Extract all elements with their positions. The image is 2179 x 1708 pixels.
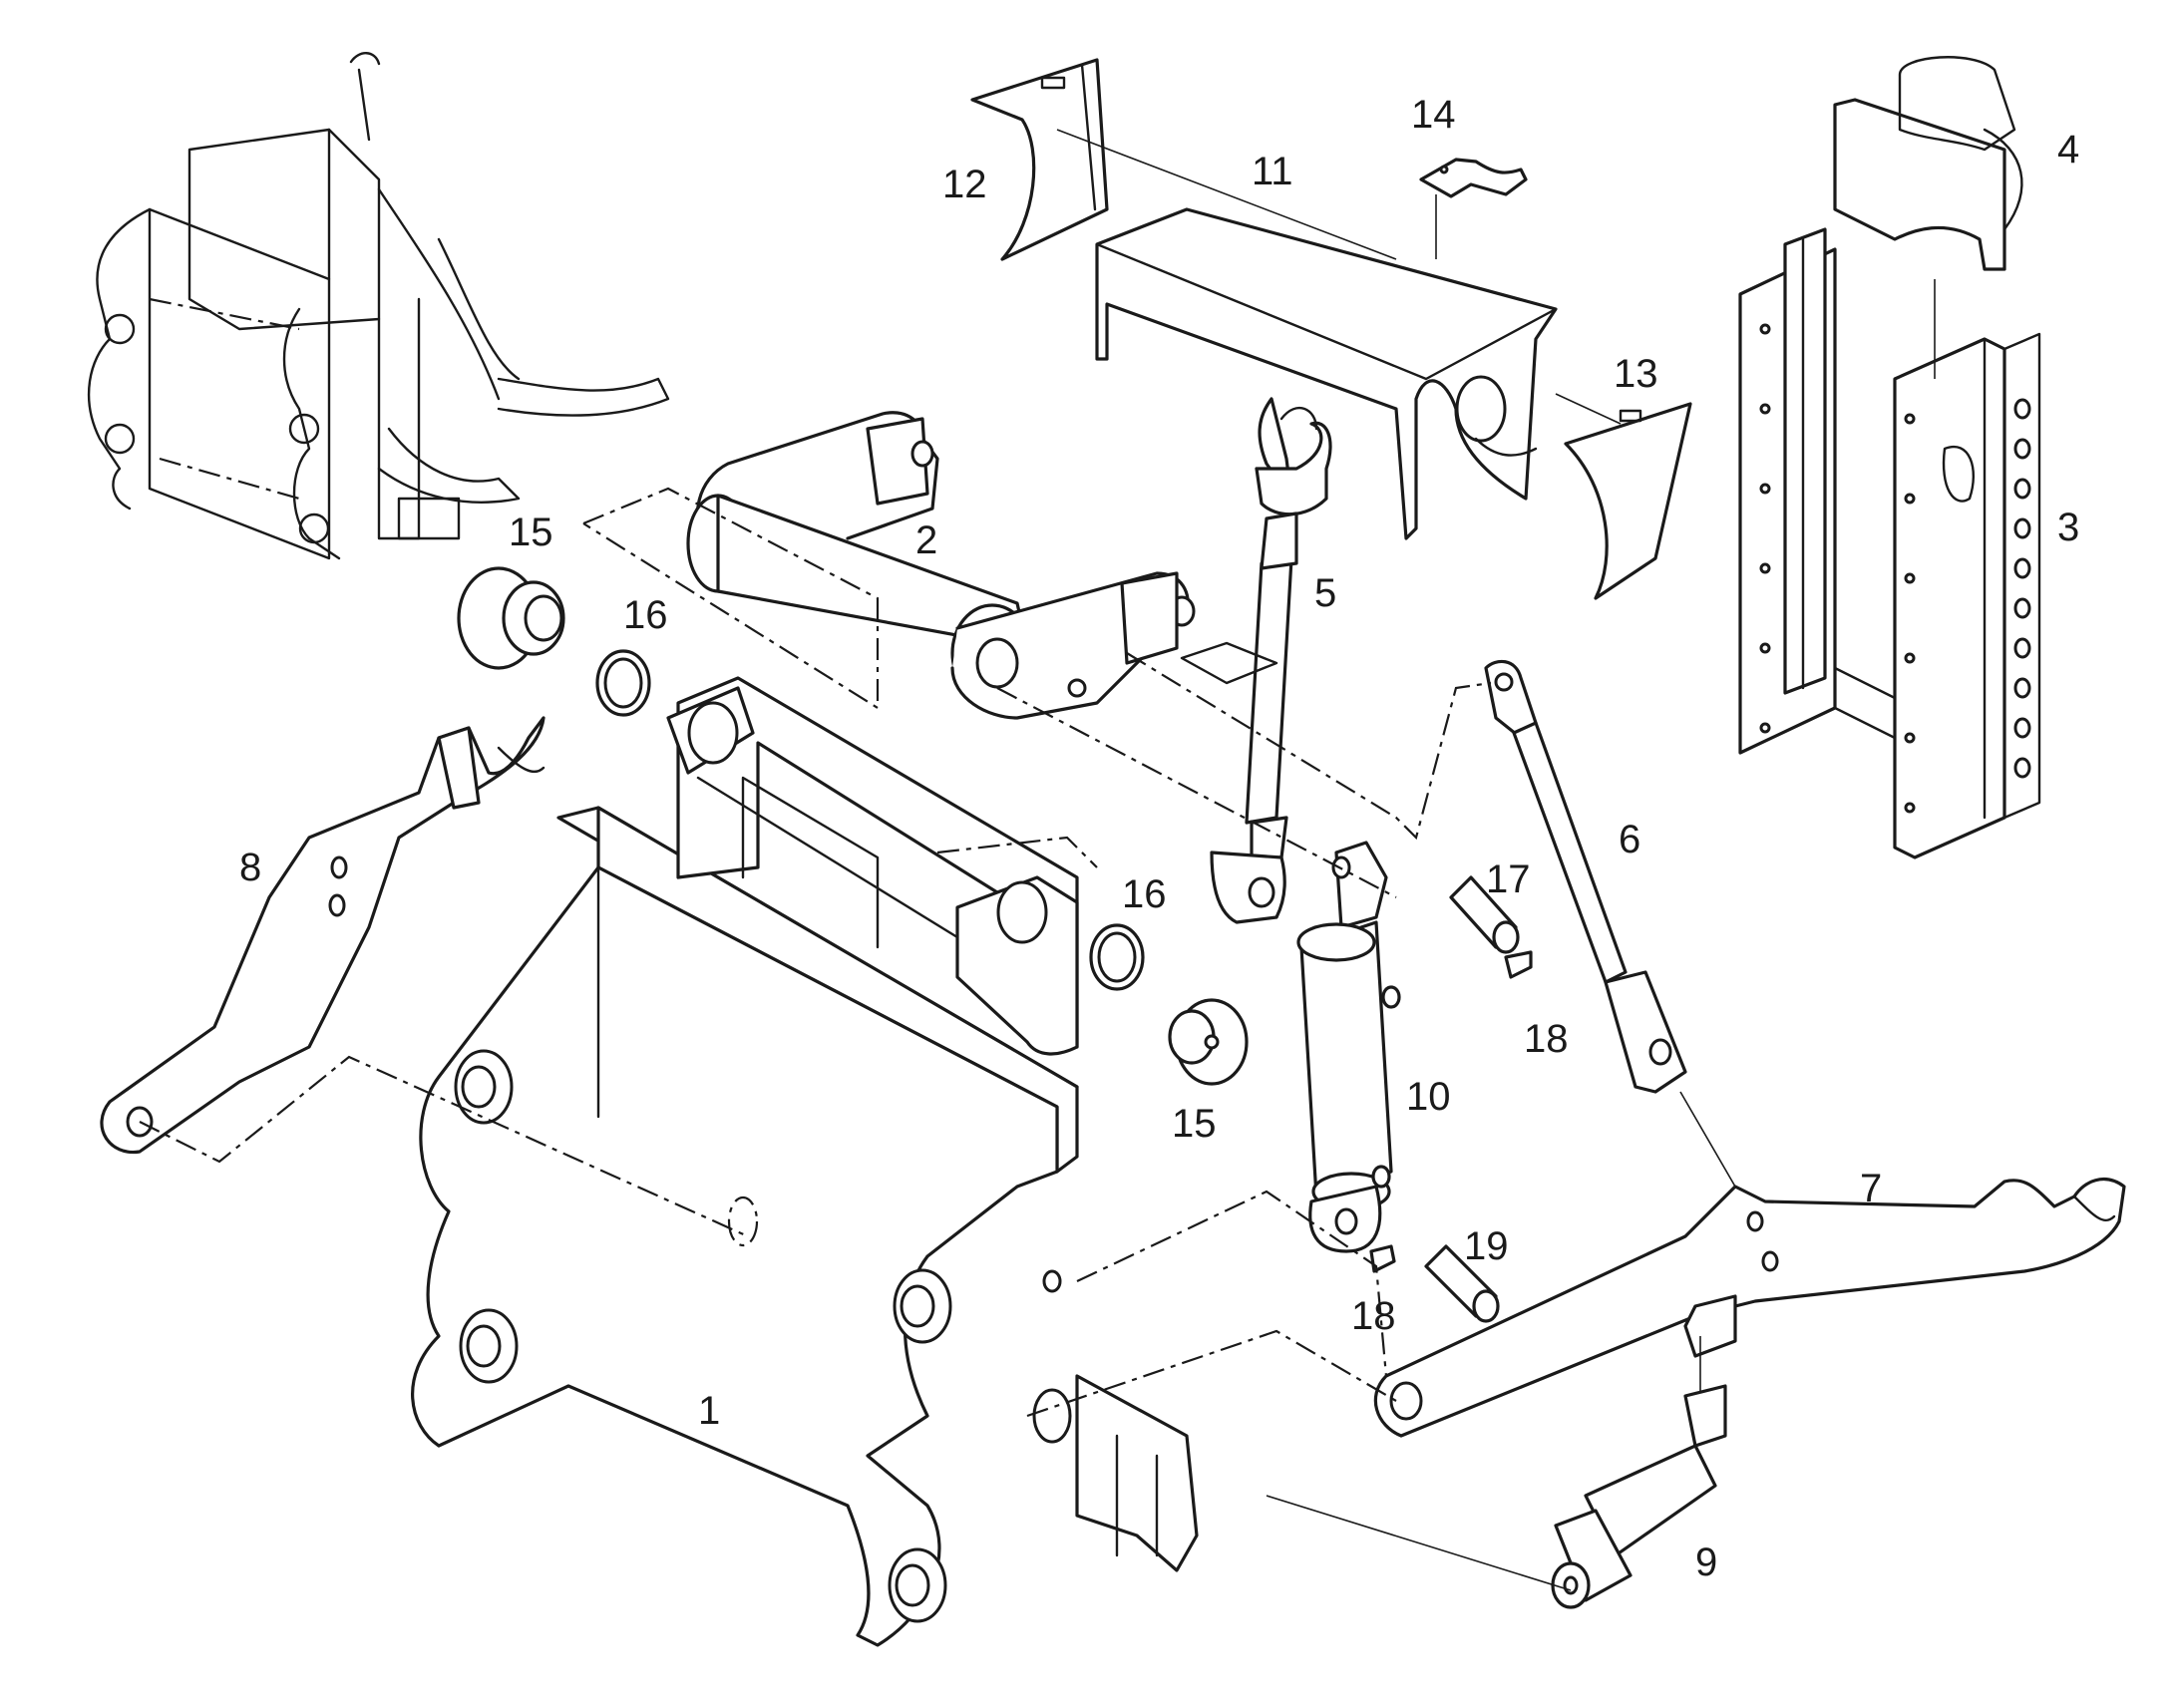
main-frame [411, 806, 1199, 1647]
callout-18-lower: 18 [1351, 1294, 1396, 1338]
side-plate-right [1564, 402, 1692, 600]
assembly-lines [139, 129, 1736, 1591]
callout-13: 13 [1614, 352, 1658, 396]
top-block [1833, 56, 2023, 271]
clip-lower [1369, 1244, 1396, 1273]
callout-2: 2 [915, 518, 937, 562]
top-link-2 [1484, 659, 1687, 1094]
rail-holes [1759, 323, 2031, 814]
callout-4: 4 [2057, 128, 2079, 171]
callout-11: 11 [1252, 150, 1293, 193]
side-plate-left [970, 58, 1109, 261]
callout-5: 5 [1314, 571, 1336, 615]
callout-18-upper: 18 [1524, 1017, 1569, 1061]
callout-15-lower: 15 [1172, 1102, 1217, 1146]
bushing-lower [1089, 923, 1145, 991]
callout-9: 9 [1695, 1540, 1717, 1584]
flange-lower [1168, 998, 1249, 1086]
callout-16-upper: 16 [623, 593, 668, 637]
callout-17: 17 [1486, 857, 1531, 901]
pin-lower [1424, 1244, 1500, 1323]
lower-link [1373, 1177, 2126, 1438]
callout-19: 19 [1464, 1224, 1509, 1268]
assembly-overview [87, 52, 670, 560]
clip [1419, 158, 1528, 259]
flange-upper [457, 566, 565, 670]
frame-tower [666, 676, 1079, 1056]
lift-cylinder [1551, 1336, 1727, 1609]
cross-shaft [686, 411, 1196, 720]
hydraulic-cylinder [1296, 841, 1401, 1253]
callout-8: 8 [239, 846, 261, 889]
callout-14: 14 [1411, 93, 1456, 137]
pin-upper [1449, 875, 1520, 954]
lower-link-left [100, 716, 545, 1155]
top-cover [1095, 207, 1558, 540]
callout-labels: 1 2 3 4 5 6 7 8 9 10 11 12 13 14 15 15 1… [239, 93, 2079, 1584]
callout-10: 10 [1406, 1075, 1451, 1119]
callout-12: 12 [942, 163, 987, 206]
callout-7: 7 [1860, 1167, 1882, 1210]
clip-upper [1504, 950, 1533, 979]
callout-1: 1 [698, 1389, 720, 1433]
callout-15-upper: 15 [509, 511, 553, 554]
slide-rail [1738, 227, 2041, 859]
top-link [1180, 397, 1332, 924]
bushing-upper [595, 649, 651, 717]
callout-3: 3 [2057, 506, 2079, 549]
callout-6: 6 [1619, 818, 1640, 861]
callout-16-lower: 16 [1122, 872, 1167, 916]
